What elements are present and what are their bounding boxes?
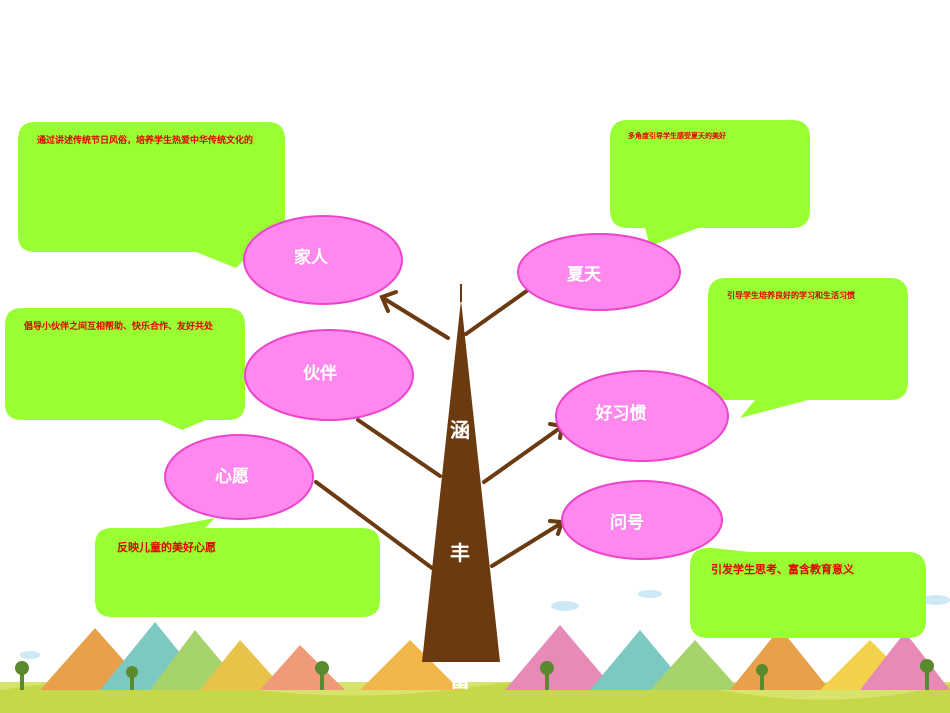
branch-xiatian (464, 288, 530, 336)
note-bubble-xiatian (610, 120, 810, 246)
branch-lines (314, 288, 565, 570)
tree-trunk (422, 300, 500, 662)
branch-huoban (356, 418, 442, 478)
label-jiaren: 家人 (294, 248, 328, 268)
branch-ovals (164, 215, 729, 560)
oval-huoban (244, 329, 414, 421)
note-text-xinyuan: 反映儿童的美好心愿 (117, 541, 216, 554)
label-xinyuan: 心愿 (215, 467, 249, 487)
trunk-char-3: 富 (450, 668, 470, 692)
note-text-haoxiguan: 引导学生培养良好的学习和生活习惯 (727, 291, 855, 300)
note-text-xiatian: 多角度引导学生感受夏天的美好 (628, 132, 726, 140)
cloud-decorations (20, 590, 950, 659)
note-bubble-jiaren (18, 122, 285, 268)
branch-haoxiguan (482, 426, 562, 484)
note-bubble-huoban (5, 308, 245, 430)
branch-wenhao (490, 522, 562, 568)
note-bubble-xinyuan (95, 518, 380, 617)
trunk-char-1: 涵 (450, 418, 470, 442)
label-wenhao: 问号 (610, 513, 644, 533)
branch-jiaren (381, 296, 450, 340)
oval-haoxiguan (555, 370, 729, 462)
label-huoban: 伙伴 (303, 364, 337, 384)
note-text-wenhao: 引发学生思考、富含教育意义 (711, 563, 854, 576)
note-bubble-haoxiguan (708, 278, 908, 418)
oval-xiatian (517, 233, 681, 311)
oval-jiaren (243, 215, 403, 305)
oval-wenhao (561, 480, 723, 560)
trunk-char-2: 丰 (450, 541, 470, 565)
oval-xinyuan (164, 434, 314, 520)
note-bubble-wenhao (690, 548, 926, 638)
note-bubbles (5, 120, 926, 638)
landscape-decoration (0, 622, 950, 713)
note-text-huoban: 倡导小伙伴之间互相帮助、快乐合作、友好共处 (24, 322, 214, 332)
label-haoxiguan: 好习惯 (595, 404, 647, 424)
note-text-jiaren: 通过讲述传统节日风俗，培养学生热爱中华传统文化的 (37, 136, 254, 146)
label-xiatian: 夏天 (567, 265, 601, 285)
arrowhead-jiaren (379, 290, 398, 313)
branch-xinyuan (314, 480, 434, 570)
